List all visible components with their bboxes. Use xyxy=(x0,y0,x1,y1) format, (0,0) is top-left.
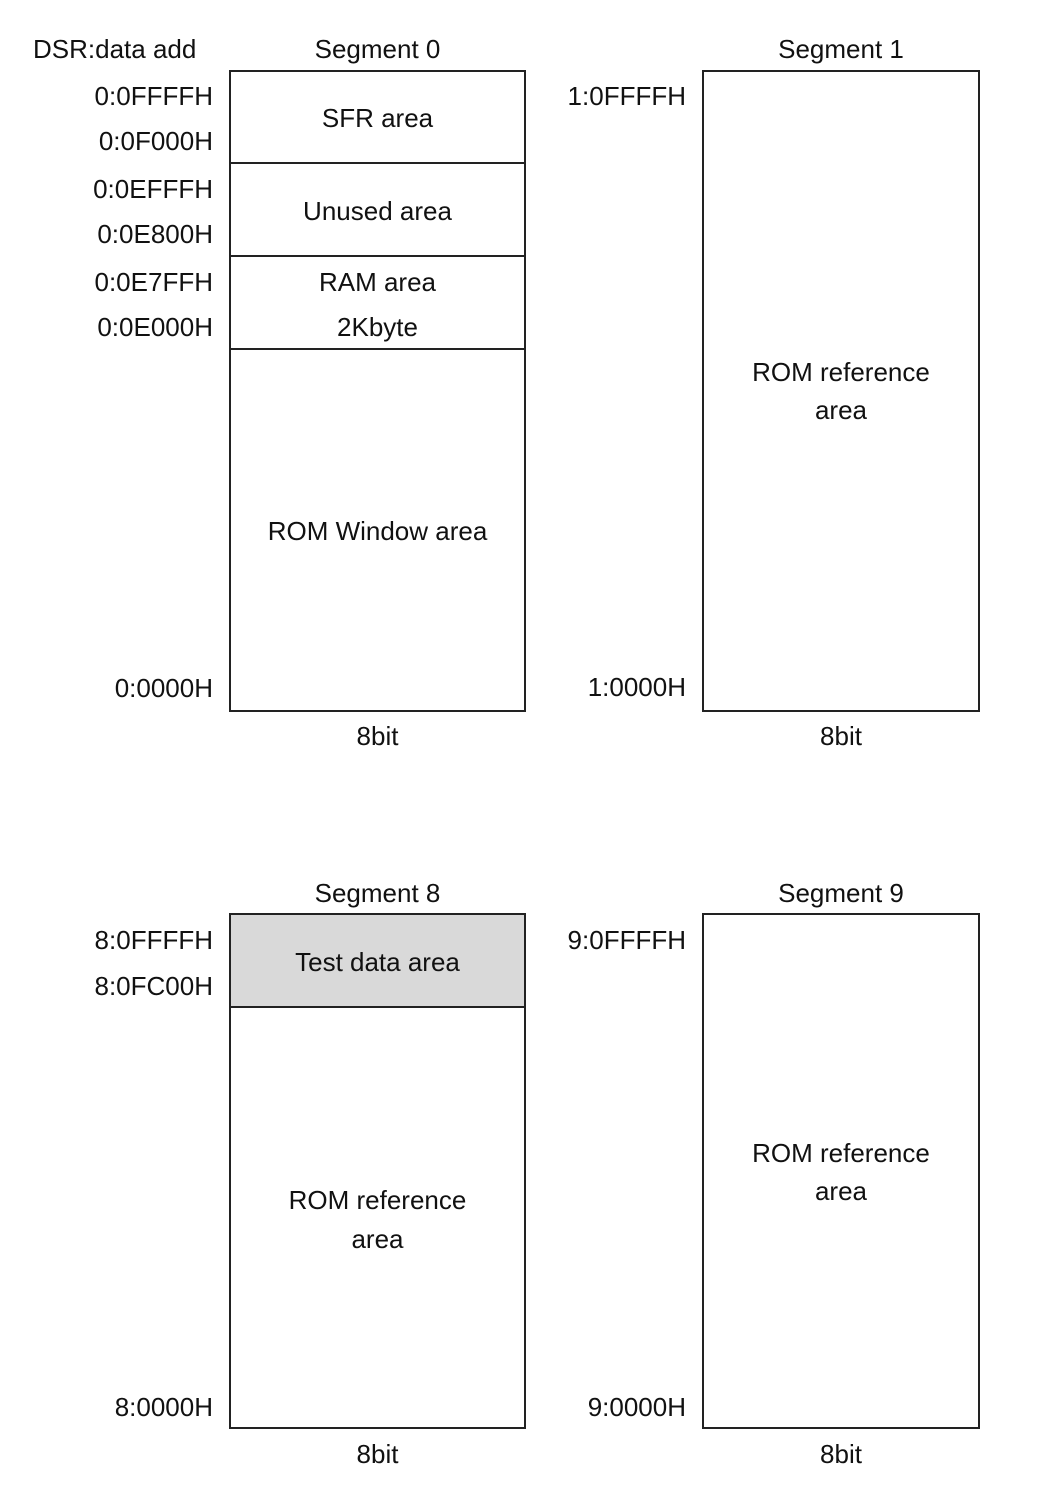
address-label: 0:0E000H xyxy=(97,312,213,342)
rom-reference-area-label: area xyxy=(814,395,868,425)
address-column-header: DSR:data add xyxy=(33,34,197,64)
segment-1-width-label: 8bit xyxy=(820,721,862,751)
test-data-area-label: Test data area xyxy=(295,947,460,977)
segment-8-width-label: 8bit xyxy=(356,1439,399,1469)
address-label: 8:0FFFFH xyxy=(94,925,213,955)
address-label: 9:0000H xyxy=(587,1392,686,1422)
rom-reference-area-label: ROM reference xyxy=(752,357,930,387)
rom-reference-area-label: ROM reference xyxy=(752,1138,930,1168)
address-label: 9:0FFFFH xyxy=(567,925,686,955)
segment-1-title: Segment 1 xyxy=(778,34,904,64)
segment-8-title: Segment 8 xyxy=(314,878,441,908)
address-label: 0:0F000H xyxy=(98,126,213,156)
address-label: 8:0FC00H xyxy=(94,971,214,1001)
segment-0-width-label: 8bit xyxy=(356,721,399,751)
ram-area-label: RAM area xyxy=(318,267,437,297)
rom-window-area-label: ROM Window area xyxy=(267,516,488,546)
address-label: 1:0000H xyxy=(587,672,686,702)
address-label: 1:0FFFFH xyxy=(567,81,686,111)
segment-0-divider xyxy=(229,255,526,257)
unused-area-label: Unused area xyxy=(303,196,452,226)
segment-9-box xyxy=(702,913,980,1429)
address-label: 0:0000H xyxy=(114,673,213,703)
address-label: 0:0E7FFH xyxy=(94,267,214,297)
segment-8-divider xyxy=(229,1006,526,1008)
rom-reference-area-label: ROM reference xyxy=(288,1185,467,1215)
segment-0-divider xyxy=(229,162,526,164)
segment-0-box xyxy=(229,70,526,712)
rom-reference-area-label: area xyxy=(351,1224,404,1254)
rom-reference-area-label: area xyxy=(814,1176,868,1206)
segment-0-divider xyxy=(229,348,526,350)
segment-9-width-label: 8bit xyxy=(820,1439,862,1469)
sfr-area-label: SFR area xyxy=(321,103,434,133)
address-label: 0:0FFFFH xyxy=(94,81,213,111)
test-data-area-fill xyxy=(231,915,524,1006)
segment-1-box xyxy=(702,70,980,712)
address-label: 0:0E800H xyxy=(97,219,213,249)
ram-size-label: 2Kbyte xyxy=(337,312,418,342)
address-label: 0:0EFFFH xyxy=(93,174,213,204)
segment-0-title: Segment 0 xyxy=(314,34,441,64)
address-label: 8:0000H xyxy=(114,1392,213,1422)
segment-9-title: Segment 9 xyxy=(778,878,904,908)
